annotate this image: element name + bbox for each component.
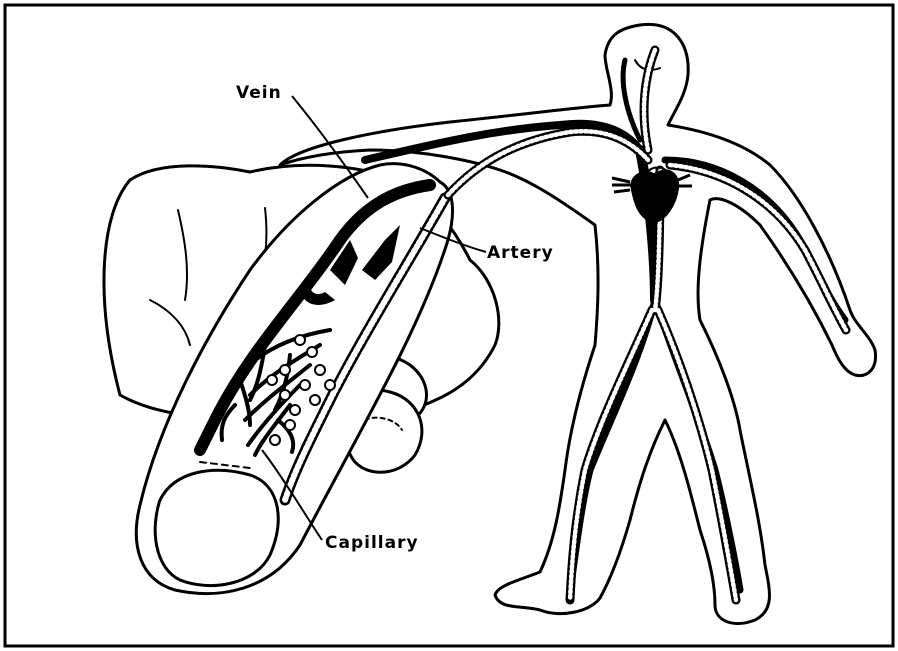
capillary-label: Capillary — [325, 535, 419, 552]
artery-label: Artery — [487, 245, 554, 262]
fingernail — [155, 470, 278, 585]
vein-label: Vein — [236, 85, 282, 102]
